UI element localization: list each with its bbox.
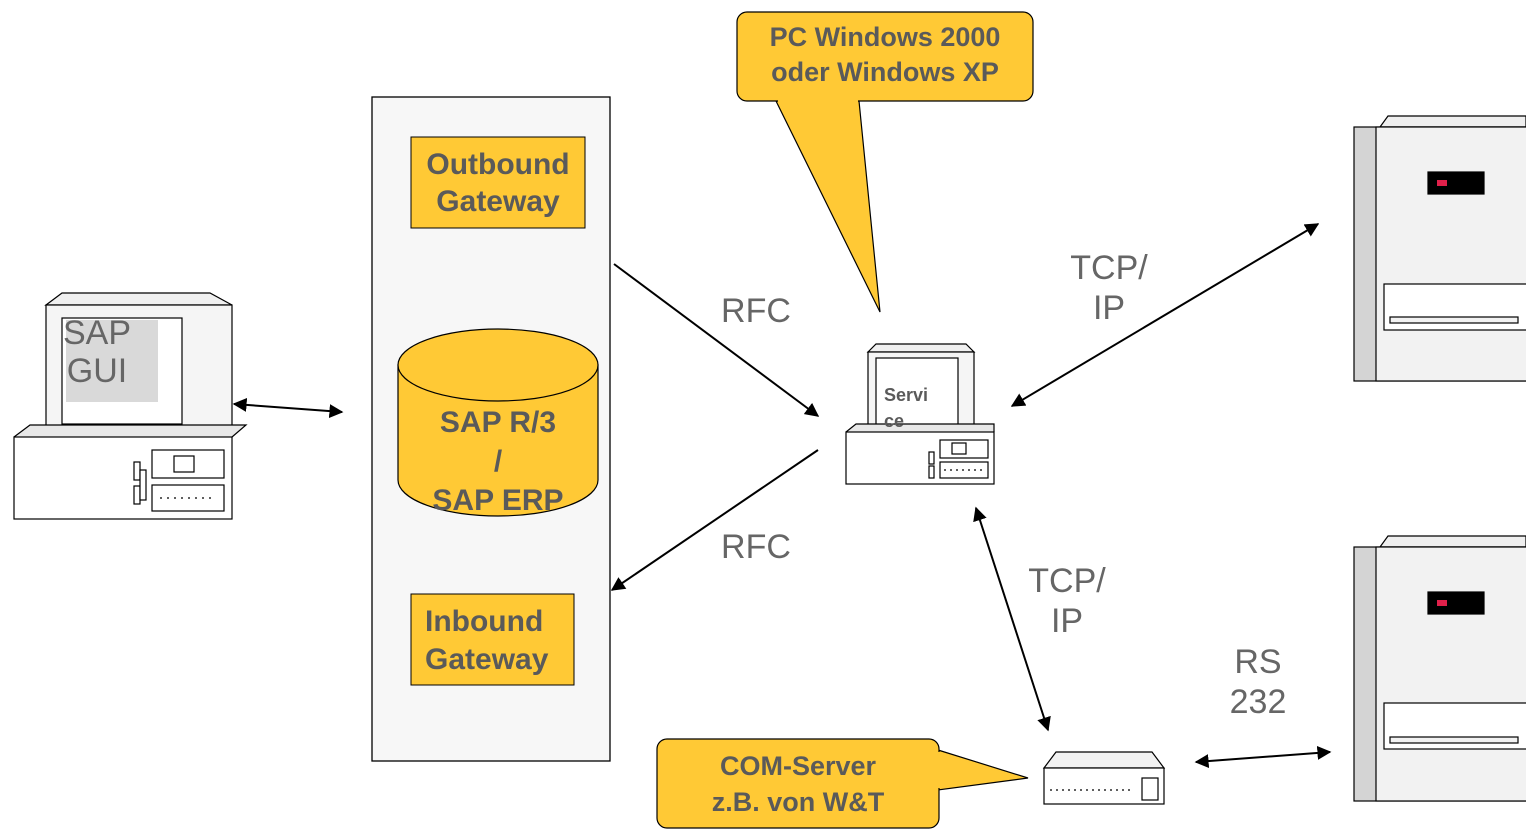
outbound-gateway-box xyxy=(410,136,586,229)
sap-gui-label: SAP GUI xyxy=(58,314,136,390)
database-label: SAP R/3 / SAP ERP xyxy=(398,403,598,520)
rfc-inbound-arrow xyxy=(610,449,819,591)
printer-bottom-icon xyxy=(1353,535,1526,802)
rfc-outbound-arrow xyxy=(613,263,820,417)
sap-database-icon xyxy=(397,328,599,517)
tcp-bottom-line1: TCP/ xyxy=(1028,562,1106,600)
gui-sap-connector xyxy=(232,397,344,419)
sap-gui-computer-icon xyxy=(13,292,248,520)
rs232-label: RS 232 xyxy=(1212,642,1304,722)
printer-top-icon xyxy=(1353,115,1526,382)
rs232-line2: 232 xyxy=(1229,683,1287,721)
service-line2: ce xyxy=(884,411,905,428)
service-computer-icon xyxy=(845,343,995,485)
tcp-top-line2: IP xyxy=(1092,289,1126,327)
com-server-callout-text: COM-Server z.B. von W&T xyxy=(657,748,939,820)
rs232-line1: RS xyxy=(1234,643,1282,681)
inbound-gateway-label: Inbound Gateway xyxy=(415,603,577,679)
outbound-line1: Outbound xyxy=(426,148,570,181)
outbound-gateway-label: Outbound Gateway xyxy=(411,146,585,220)
sap-gui-line2: GUI xyxy=(66,352,128,390)
rfc-bottom-label: RFC xyxy=(721,528,791,566)
rfc-top-label: RFC xyxy=(721,292,791,330)
pc-windows-callout xyxy=(736,11,1034,313)
callout-com-line2: z.B. von W&T xyxy=(711,787,885,817)
inbound-gateway-box xyxy=(410,593,575,686)
sap-gui-line1: SAP xyxy=(62,314,132,352)
service-label: Servi ce xyxy=(884,382,954,428)
callout-com-line1: COM-Server xyxy=(719,751,877,781)
tcp-ip-printer-connector xyxy=(1010,223,1320,407)
database-line3: SAP ERP xyxy=(432,484,564,517)
com-server-callout xyxy=(656,738,1029,829)
tcp-ip-top-label: TCP/ IP xyxy=(1054,248,1164,328)
inbound-line2: Gateway xyxy=(425,643,549,676)
outbound-line2: Gateway xyxy=(436,185,560,218)
tcp-ip-com-connector xyxy=(973,506,1051,732)
service-line1: Servi xyxy=(884,385,929,405)
pc-windows-callout-text: PC Windows 2000 oder Windows XP xyxy=(737,20,1033,90)
tcp-ip-bottom-label: TCP/ IP xyxy=(1012,561,1122,641)
com-server-device-icon xyxy=(1042,751,1166,805)
inbound-line1: Inbound xyxy=(425,605,544,638)
database-line1: SAP R/3 xyxy=(439,406,557,439)
callout-pc-line1: PC Windows 2000 xyxy=(769,22,1001,52)
callout-pc-line2: oder Windows XP xyxy=(771,57,999,87)
rs232-connector xyxy=(1194,745,1332,769)
database-line2: / xyxy=(493,445,503,478)
tcp-bottom-line2: IP xyxy=(1050,602,1084,640)
tcp-top-line1: TCP/ xyxy=(1070,249,1148,287)
